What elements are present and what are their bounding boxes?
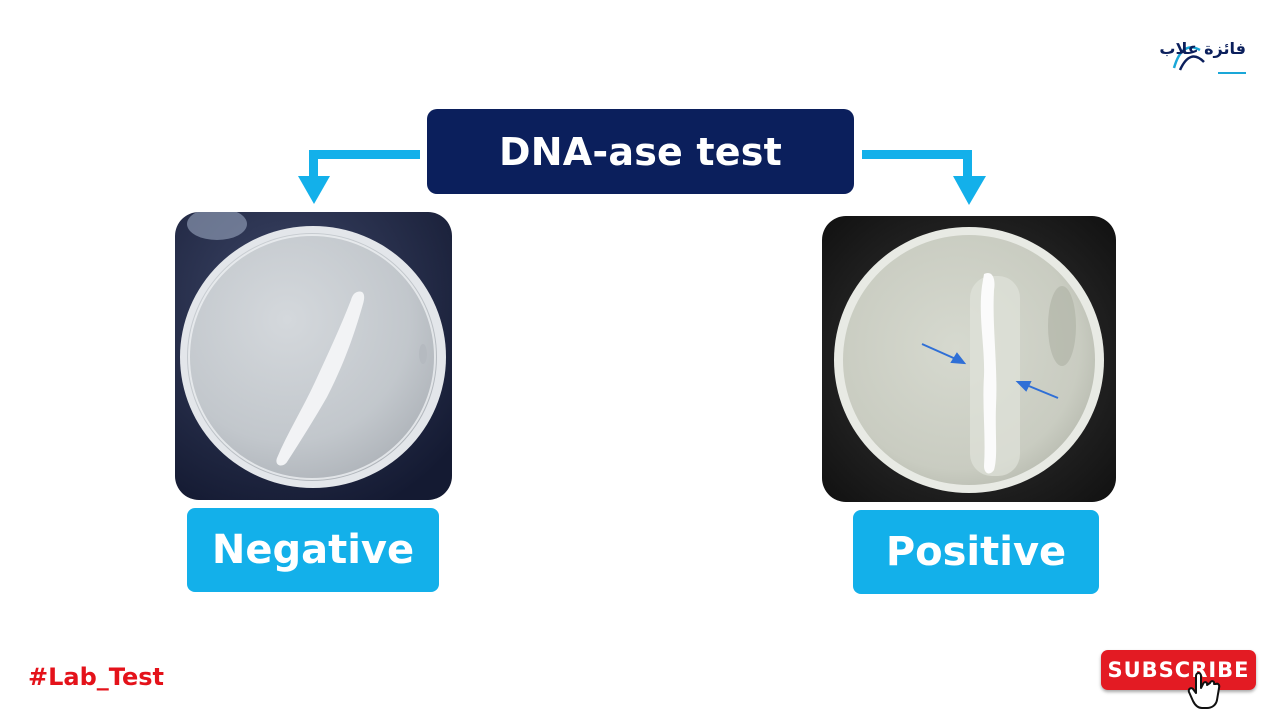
hand-cursor-icon bbox=[1186, 670, 1222, 710]
negative-plate-photo bbox=[175, 212, 452, 500]
clear-zone-arrow-right bbox=[1015, 381, 1059, 399]
negative-label-box: Negative bbox=[187, 508, 439, 592]
brand-logo: فائزة علاب bbox=[1159, 32, 1250, 80]
clear-zone-arrow-left bbox=[921, 343, 967, 365]
subscribe-label: SUBSCRIBE bbox=[1107, 658, 1250, 682]
logo-text: فائزة علاب bbox=[1160, 39, 1246, 58]
arrow-to-negative bbox=[298, 150, 420, 204]
hashtag: #Lab_Test bbox=[28, 663, 164, 691]
positive-plate-photo bbox=[822, 216, 1116, 502]
page-title: DNA-ase test bbox=[499, 129, 782, 174]
arrow-to-positive bbox=[862, 150, 986, 205]
title-box: DNA-ase test bbox=[427, 109, 854, 194]
positive-label-box: Positive bbox=[853, 510, 1099, 594]
subscribe-button[interactable]: SUBSCRIBE bbox=[1101, 650, 1256, 690]
positive-label: Positive bbox=[885, 529, 1067, 575]
negative-label: Negative bbox=[211, 527, 415, 573]
